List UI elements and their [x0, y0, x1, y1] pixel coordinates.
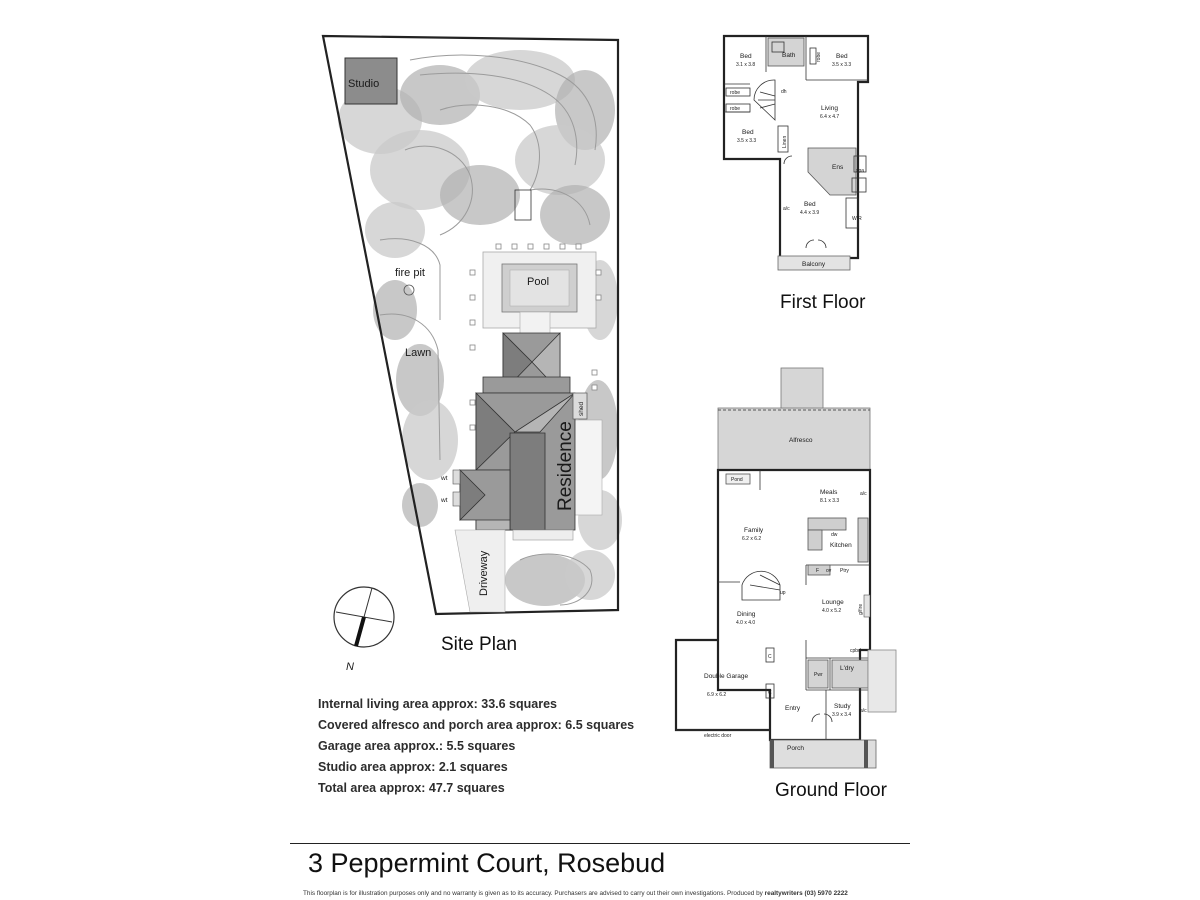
gf-study-dims: 3.9 x 3.4: [832, 712, 851, 718]
residence-label: Residence: [555, 421, 576, 511]
ff-dh: dh: [781, 89, 787, 95]
water-tank-label-2: wt: [440, 497, 448, 504]
producer-name: realtywriters: [764, 890, 803, 897]
gf-dining-dims: 4.0 x 4.0: [736, 620, 755, 626]
ff-bed-ne-dims: 3.5 x 3.3: [832, 62, 851, 68]
site-boundary: [321, 34, 620, 616]
gf-family-dims: 6.2 x 6.2: [742, 536, 761, 542]
ff-balcony: Balcony: [802, 261, 826, 268]
ff-bed-ne: Bed: [836, 53, 848, 60]
ff-robe-top: robe: [816, 52, 822, 62]
ff-bath: Bath: [782, 52, 796, 59]
property-address: 3 Peppermint Court, Rosebud: [308, 848, 666, 878]
gf-pwr: Pwr: [814, 672, 823, 678]
area-summary-line: Garage area approx.: 5.5 squares: [318, 739, 516, 753]
ff-spa: spa: [856, 168, 864, 174]
garden-beds: [379, 54, 597, 606]
gf-up: up: [780, 590, 786, 596]
gf-cpbd: cpbd: [850, 648, 861, 654]
ground-floor-title: Ground Floor: [775, 780, 887, 801]
ff-bed-master-dims: 4.4 x 3.9: [800, 210, 819, 216]
gf-dw: dw: [831, 532, 838, 538]
gf-study: Study: [834, 703, 851, 710]
ground-floor-plan: Alfresco Pond Meals 8.1 x 3.3 a/c Family…: [674, 367, 897, 769]
area-summary-line: Total area approx: 47.7 squares: [318, 781, 505, 795]
area-summary-line: Covered alfresco and porch area approx: …: [318, 718, 635, 732]
gf-electric-door: electric door: [704, 733, 732, 739]
shed-label: shed: [578, 402, 585, 416]
ff-bed-w: Bed: [742, 129, 754, 136]
gf-garage-dims: 6.9 x 6.2: [707, 692, 726, 698]
gf-entry: Entry: [785, 705, 801, 712]
gf-ac-1: a/c: [860, 491, 867, 497]
gf-gfire: g/fire: [858, 604, 864, 615]
ff-bed-nw-dims: 3.1 x 3.8: [736, 62, 755, 68]
ff-ac: a/c: [783, 206, 790, 212]
gf-c-1: C: [768, 654, 772, 660]
area-summary-line: Studio area approx: 2.1 squares: [318, 760, 508, 774]
gf-ptry: Ptry: [840, 568, 849, 574]
gf-porch: Porch: [787, 745, 804, 752]
ff-bed-nw: Bed: [740, 53, 752, 60]
north-label: N: [346, 661, 354, 673]
alfresco: [780, 367, 824, 411]
gf-kitchen: Kitchen: [830, 542, 852, 549]
gf-ov: ov: [826, 568, 832, 574]
area-summary-line: Internal living area approx: 33.6 square…: [318, 697, 557, 711]
driveway-label: Driveway: [478, 550, 490, 596]
lawn-label: Lawn: [405, 347, 431, 359]
producer-phone: (03) 5970 2222: [804, 890, 848, 897]
ff-robe-1: robe: [730, 90, 740, 96]
gf-meals: Meals: [820, 489, 838, 496]
studio: Studio: [344, 57, 398, 105]
gf-dining: Dining: [737, 611, 756, 618]
gf-pond: Pond: [731, 477, 743, 483]
balcony: [777, 255, 851, 271]
ff-wir: WIR: [852, 216, 862, 222]
porch: [769, 739, 877, 769]
north-compass: N: [333, 586, 395, 673]
first-floor-title: First Floor: [780, 292, 866, 313]
gf-f: F: [816, 568, 819, 574]
gf-ac-2: a/c: [860, 708, 867, 714]
ff-ens: Ens: [832, 164, 844, 171]
ff-bed-master: Bed: [804, 201, 816, 208]
ff-living-dims: 6.4 x 4.7: [820, 114, 839, 120]
gf-alfresco: Alfresco: [789, 437, 813, 444]
fence-posts: [469, 243, 602, 431]
ff-robe-2: robe: [730, 106, 740, 112]
pool-label: Pool: [527, 276, 549, 288]
disclaimer: This floorplan is for illustration purpo…: [303, 890, 848, 897]
gf-family: Family: [744, 527, 764, 534]
fire-pit-label: fire pit: [395, 267, 425, 279]
fire-pit: [403, 284, 415, 296]
water-tank-label-1: wt: [440, 475, 448, 482]
gf-lounge: Lounge: [822, 599, 844, 606]
ff-living: Living: [821, 105, 838, 112]
disclaimer-text: This floorplan is for illustration purpo…: [303, 890, 763, 897]
ff-bed-w-dims: 3.5 x 3.3: [737, 138, 756, 144]
residence-roof: Residence: [459, 332, 603, 541]
pool-area: Pool: [482, 251, 597, 335]
site-plan: Studio Pool: [321, 34, 622, 673]
gf-c-2: C: [768, 690, 772, 696]
gf-ldry: L'dry: [840, 665, 855, 672]
area-summary: Internal living area approx: 33.6 square…: [318, 694, 634, 799]
gf-garage: Double Garage: [704, 673, 748, 680]
studio-label: Studio: [348, 78, 379, 90]
driveway: [454, 529, 506, 613]
gf-meals-dims: 8.1 x 3.3: [820, 498, 839, 504]
divider: [290, 843, 910, 844]
gf-lounge-dims: 4.0 x 5.2: [822, 608, 841, 614]
first-floor-plan: Bed 3.1 x 3.8 Bath robe Bed 3.5 x 3.3 ro…: [722, 34, 870, 271]
site-plan-title: Site Plan: [441, 634, 518, 655]
ff-linen: Linen: [782, 136, 788, 148]
